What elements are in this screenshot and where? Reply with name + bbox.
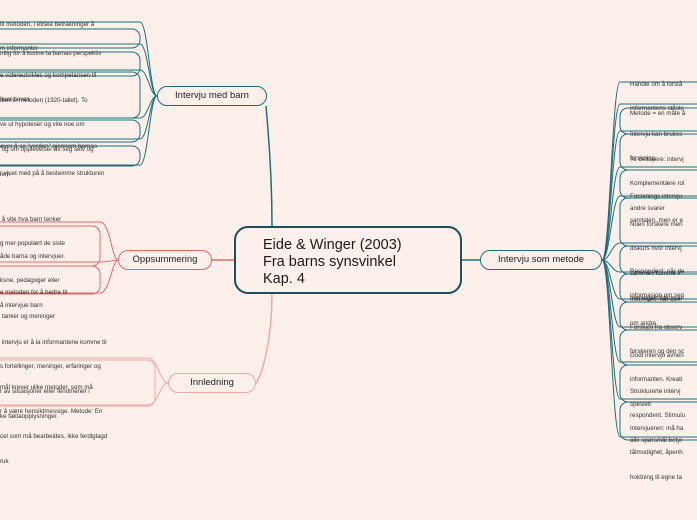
leaf-innledning-1[interactable]: intervju er å la informantene komme til … — [0, 322, 160, 438]
leaf-line: andre svarer — [630, 205, 665, 213]
leaf-line: Forskjell fra observ — [630, 323, 683, 331]
leaf-line: Metode = en måte å — [630, 109, 686, 117]
leaf-intervju-med-barn-5[interactable]: øver å se "verden" gjennom barnas — [0, 126, 150, 167]
leaf-intervju-som-metode-10[interactable]: Godt intervju avhen informanten. Kreati … — [630, 335, 697, 426]
central-topic-text: Eide & Winger (2003) Fra barns synsvinke… — [263, 237, 402, 288]
leaf-intervju-som-metode-6[interactable]: Noen forskere men diskurs hvor intervj s… — [630, 204, 697, 320]
branch-oppsummering[interactable]: Oppsummering — [118, 250, 212, 270]
leaf-intervju-med-barn-3[interactable]: e videreutvikles og kompetansen til liue… — [0, 55, 150, 121]
leaf-line: alle spørsmål betyr — [630, 437, 683, 445]
leaf-line: cel som må bearbeides, ikke ferdiglagd — [0, 433, 108, 441]
leaf-line: s fortellinger, meninger, erfaringer og — [0, 363, 101, 371]
leaf-oppsummering-1[interactable]: å vite hva barn tenker g mer populært de… — [0, 199, 110, 265]
leaf-line: r vjuet med på å bestemme strukturen — [0, 169, 105, 177]
leaf-intervju-som-metode-1[interactable]: Handle om å forstå informantens ståste — [630, 64, 697, 130]
leaf-line: Handle om å forstå — [630, 80, 683, 88]
leaf-line: og om opplevelser av seg selv og — [0, 146, 94, 154]
leaf-line: Intervju kan brukes — [630, 130, 683, 138]
connector-central-innledning — [255, 293, 273, 384]
branch-intervju-med-barn[interactable]: Intervju med barn — [157, 86, 267, 106]
leaf-intervju-som-metode-3[interactable]: Intervju kan brukes forskning — [630, 114, 697, 180]
connector-central-intervju-med-barn — [265, 105, 273, 227]
leaf-line: e videreutvikles og kompetansen til — [0, 71, 97, 79]
branch-label: Oppsummering — [132, 254, 198, 265]
leaf-line: ntlig for å kunne ta barnas perspektiv — [0, 49, 102, 57]
leaf-oppsummering-3[interactable]: e metoden for å bedre til tanker og meni… — [0, 272, 110, 338]
branch-intervju-som-metode[interactable]: Intervju som metode — [480, 250, 602, 270]
leaf-line: tålmodighet, åpenh — [630, 449, 683, 457]
leaf-line: respondent. Stimulu — [630, 412, 686, 420]
leaf-line: spesielt — [630, 401, 651, 409]
leaf-line: til metoden, i etiske betrakninger å — [0, 20, 95, 28]
leaf-intervju-som-metode-9[interactable]: Forskjell fra observ forskeren og den sc — [630, 307, 697, 373]
branch-innledning[interactable]: Innledning — [168, 373, 256, 393]
leaf-line: å vite hva barn tenker — [0, 215, 62, 223]
branch-label: Intervju som metode — [497, 254, 585, 265]
leaf-line: tanker og meninger — [0, 313, 56, 321]
leaf-intervju-som-metode-7[interactable]: Respondent: når de informasjon om seg — [630, 251, 697, 317]
leaf-intervju-med-barn-4[interactable]: denne metoden (1920-tallet). To ve ut hy… — [0, 80, 150, 196]
leaf-line: denne metoden (1920-tallet). To — [0, 96, 88, 104]
leaf-line: lem — [0, 171, 10, 179]
leaf-intervju-med-barn-1[interactable]: til metoden, i etiske betrakninger å m i… — [0, 4, 150, 70]
leaf-line: meninger/diskurser — [630, 295, 683, 303]
leaf-line: forskning — [630, 155, 656, 163]
leaf-line: Forsknings intervju — [630, 192, 682, 200]
leaf-line: e metoden for å bedre til — [0, 288, 68, 296]
leaf-line: ke faktaopplysninger. — [0, 413, 59, 421]
leaf-line: informanten. Kreati — [630, 376, 683, 384]
leaf-line: Intervjueren: må ha — [630, 424, 684, 432]
leaf-line: informasjon om seg — [630, 292, 684, 300]
leaf-line: øver å se "verden" gjennom barnas — [0, 142, 97, 150]
leaf-line: informantens ståste — [630, 105, 684, 113]
leaf-line: Godt intervju avhen — [630, 351, 684, 359]
leaf-line: ve ut hypoteser og vite noe om — [0, 121, 85, 129]
leaf-line: sammen komme fr — [630, 270, 682, 278]
leaf-oppsummering-2[interactable]: åde barna og intervjuer. ksne, pedagoger… — [0, 236, 110, 327]
central-line-1: Eide & Winger (2003) — [263, 237, 402, 253]
leaf-line: diskurs hvor intervj — [630, 245, 682, 253]
branch-label: Intervju med barn — [175, 90, 249, 101]
central-line-3: Kap. 4 — [263, 271, 305, 287]
branch-label: Innledning — [190, 377, 234, 388]
leaf-line: å intervjue barn — [0, 302, 43, 310]
leaf-intervju-som-metode-2[interactable]: Metode = en måte å — [630, 93, 697, 134]
leaf-line: mål krever ulike metoder, som må — [0, 383, 93, 391]
leaf-line: Respondent: når de — [630, 267, 685, 275]
leaf-intervju-med-barn-6[interactable]: r vjuet med på å bestemme strukturen — [0, 153, 150, 194]
leaf-line: intervju er å la informantene komme til — [0, 338, 107, 346]
leaf-line: forskeren og den sc — [630, 348, 685, 356]
leaf-intervju-som-metode-4[interactable]: To deltakere: intervj Komplementære rol … — [630, 139, 697, 230]
central-topic[interactable]: Eide & Winger (2003) Fra barns synsvinke… — [234, 226, 462, 294]
leaf-line: g mer populært de siste — [0, 240, 65, 248]
leaf-line: Komplementære rol — [630, 180, 685, 188]
leaf-line: åde barna og intervjuer. — [0, 252, 66, 260]
leaf-line: To deltakere: intervj — [630, 155, 684, 163]
leaf-line: Strukturerte intervj — [630, 387, 681, 395]
leaf-intervju-som-metode-8[interactable]: Informant: når den om andre — [630, 279, 697, 345]
leaf-intervju-som-metode-12[interactable]: Intervjueren: må ha tålmodighet, åpenh h… — [630, 408, 697, 499]
leaf-line: ruk — [0, 458, 9, 466]
leaf-line: samtalen, men er e — [630, 217, 683, 225]
leaf-line: liuer heves — [0, 96, 30, 104]
leaf-line: Informant: når den — [630, 295, 681, 303]
leaf-line: r av situasjoner eller fenomener i — [0, 388, 90, 396]
leaf-line: holdning til egne ta — [630, 474, 682, 482]
leaf-innledning-2[interactable]: mål krever ulike metoder, som må r å vær… — [0, 367, 160, 483]
leaf-line: ksne, pedagoger eller — [0, 277, 60, 285]
leaf-intervju-med-barn-2[interactable]: ntlig for å kunne ta barnas perspektiv — [0, 33, 150, 74]
leaf-intervju-som-metode-5[interactable]: Forsknings intervju samtalen, men er e — [630, 176, 697, 242]
central-line-2: Fra barns synsvinkel — [263, 254, 396, 270]
leaf-line: Noen forskere men — [630, 220, 683, 228]
leaf-line: om andre — [630, 320, 657, 328]
leaf-line: r å være hensiktmessige. Metode: En — [0, 408, 103, 416]
leaf-intervju-som-metode-11[interactable]: Strukturerte intervj respondent. Stimulu… — [630, 371, 697, 462]
leaf-line: m informanter — [0, 45, 39, 53]
